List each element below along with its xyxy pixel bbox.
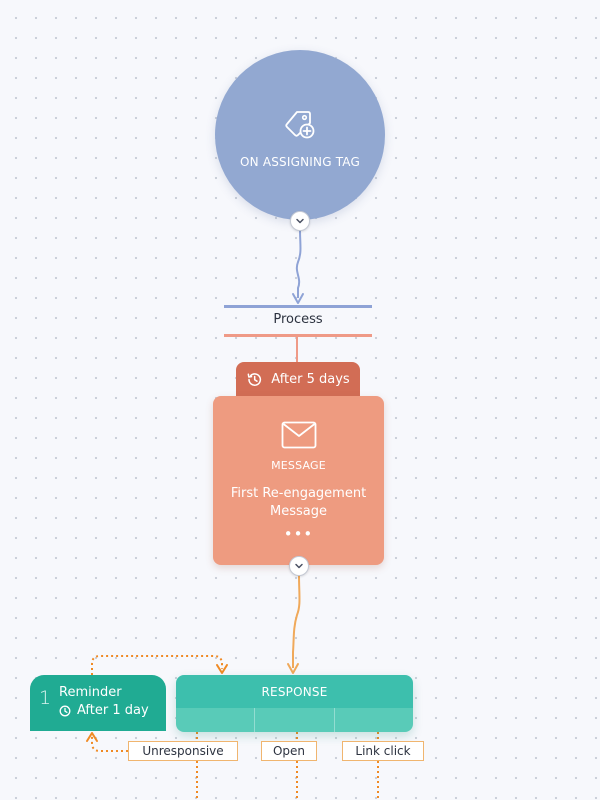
message-delay-header[interactable]: After 5 days bbox=[236, 362, 360, 398]
history-icon bbox=[247, 372, 262, 386]
response-label: RESPONSE bbox=[261, 684, 328, 699]
reminder-delay-label: After 1 day bbox=[77, 703, 149, 718]
tag-plus-icon bbox=[285, 111, 315, 139]
response-header: RESPONSE bbox=[176, 675, 413, 708]
reminder-loop-top bbox=[91, 655, 223, 675]
trigger-label: ON ASSIGNING TAG bbox=[239, 155, 361, 169]
reminder-loop-top-arrow bbox=[216, 664, 228, 674]
message-node[interactable]: MESSAGE First Re-engagement Message ••• bbox=[213, 396, 384, 565]
message-connector bbox=[292, 574, 301, 668]
message-type-label: MESSAGE bbox=[271, 459, 326, 472]
trigger-connector-arrow bbox=[292, 293, 304, 304]
reminder-loop-bottom bbox=[91, 736, 128, 752]
branch-open[interactable]: Open bbox=[261, 741, 317, 761]
mail-icon bbox=[281, 421, 316, 449]
reminder-node[interactable]: 1 Reminder After 1 day bbox=[30, 675, 166, 731]
message-connector-arrow bbox=[287, 663, 299, 674]
clock-icon bbox=[59, 705, 71, 716]
branch-port-open[interactable] bbox=[255, 708, 335, 732]
response-branch-ports bbox=[176, 708, 413, 732]
message-delay-label: After 5 days bbox=[271, 371, 350, 387]
response-node[interactable]: RESPONSE bbox=[176, 675, 413, 732]
reminder-number: 1 bbox=[39, 687, 52, 709]
trigger-node[interactable]: ON ASSIGNING TAG bbox=[215, 50, 385, 220]
process-divider-bottom bbox=[224, 334, 372, 337]
process-divider-top bbox=[224, 305, 372, 308]
reminder-loop-bottom-arrow bbox=[86, 732, 98, 742]
more-options-button[interactable]: ••• bbox=[283, 525, 314, 543]
message-name: First Re-engagement Message bbox=[230, 486, 367, 519]
trigger-collapse-button[interactable] bbox=[290, 211, 310, 231]
reminder-title: Reminder bbox=[59, 685, 122, 700]
process-label: Process bbox=[273, 312, 323, 327]
branch-port-unresponsive[interactable] bbox=[176, 708, 256, 732]
branch-link-click[interactable]: Link click bbox=[342, 741, 424, 761]
chevron-down-icon bbox=[295, 563, 303, 569]
chevron-down-icon bbox=[296, 218, 304, 224]
message-collapse-button[interactable] bbox=[289, 556, 309, 576]
reminder-delay: After 1 day bbox=[59, 703, 149, 718]
branch-unresponsive[interactable]: Unresponsive bbox=[128, 741, 238, 761]
trigger-connector bbox=[295, 229, 302, 298]
branch-port-link-click[interactable] bbox=[335, 708, 413, 732]
